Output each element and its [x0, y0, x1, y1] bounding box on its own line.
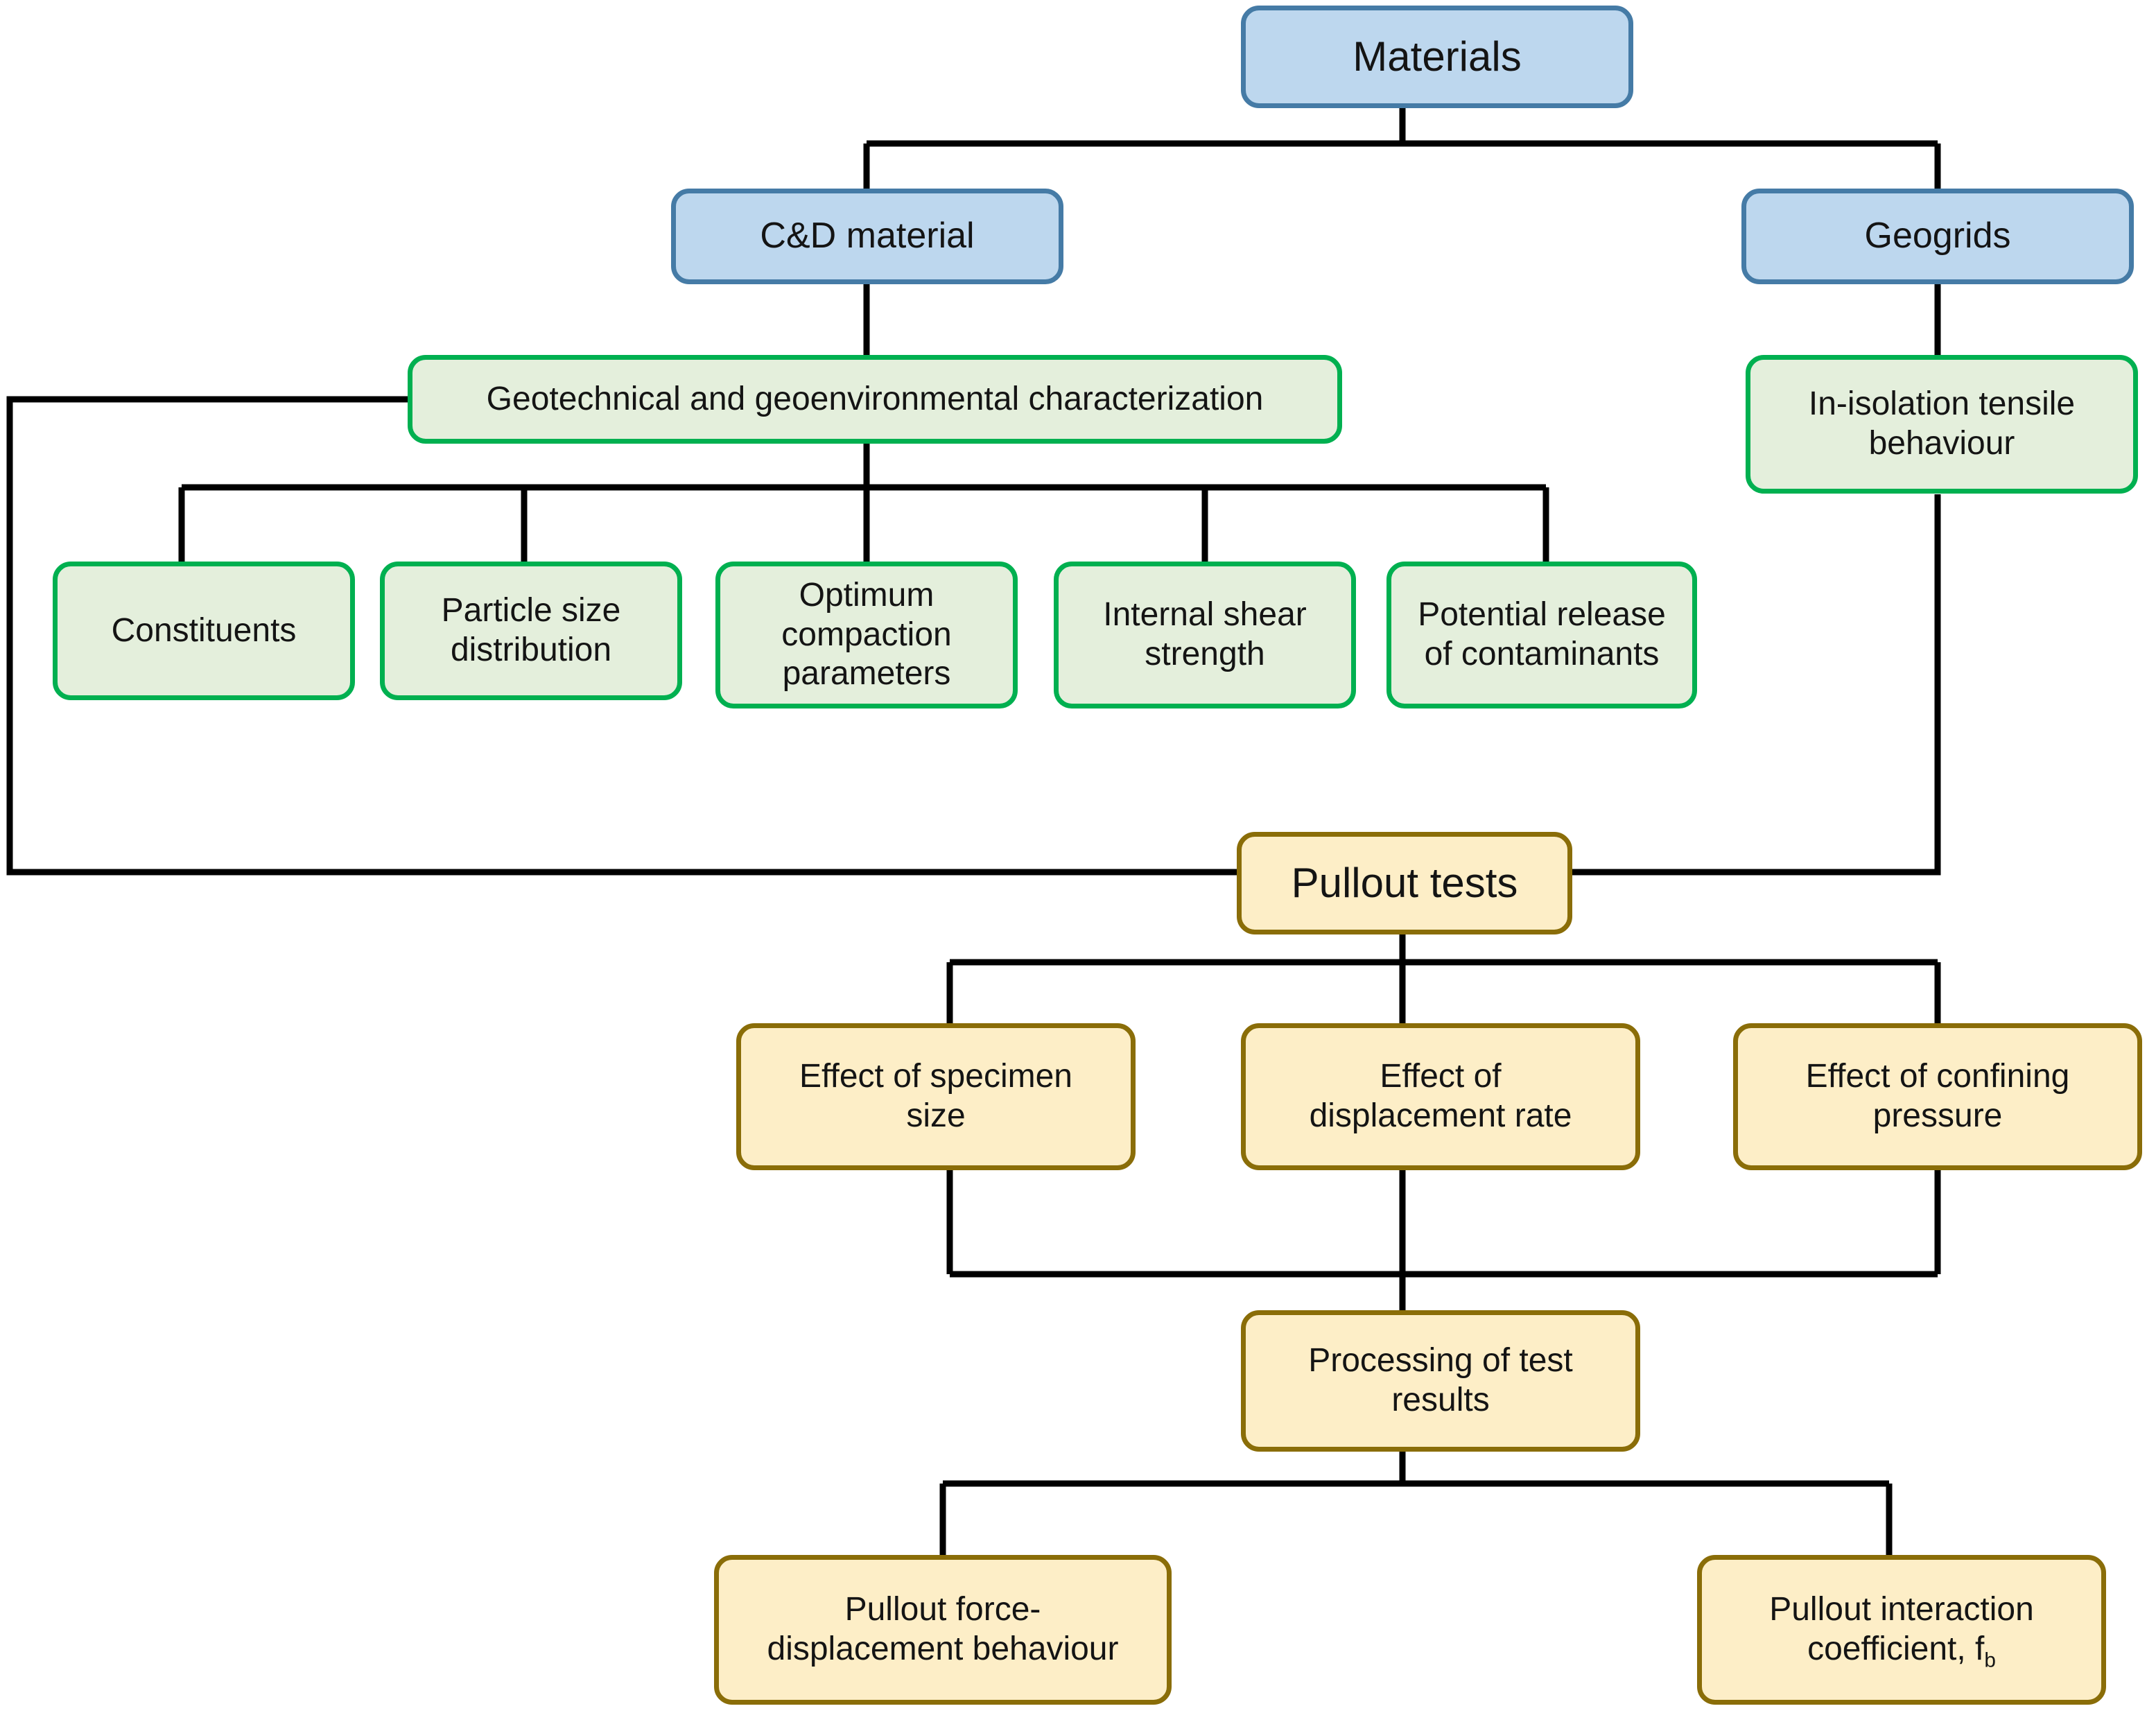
node-characterization-label: Geotechnical and geoenvironmental charac…	[486, 380, 1264, 417]
node-geogrids[interactable]: Geogrids	[1741, 189, 2134, 284]
node-potential-release-label: Potential release of contaminants	[1418, 596, 1666, 672]
node-characterization[interactable]: Geotechnical and geoenvironmental charac…	[408, 355, 1342, 444]
node-potential-release-of-contaminants[interactable]: Potential release of contaminants	[1386, 562, 1697, 708]
node-geogrids-label: Geogrids	[1864, 216, 2011, 256]
node-internal-shear-strength[interactable]: Internal shear strength	[1054, 562, 1356, 708]
node-effect-of-specimen-size[interactable]: Effect of specimen size	[736, 1023, 1136, 1170]
node-materials[interactable]: Materials	[1241, 6, 1633, 108]
node-pullout-force-displacement-behaviour[interactable]: Pullout force- displacement behaviour	[714, 1555, 1172, 1705]
node-interaction-coefficient-label: Pullout interaction coefficient, fb	[1712, 1590, 2092, 1672]
node-in-isolation-label: In-isolation tensile behaviour	[1808, 385, 2076, 462]
node-constituents[interactable]: Constituents	[53, 562, 355, 700]
node-constituents-label: Constituents	[111, 611, 297, 649]
node-in-isolation-tensile-behaviour[interactable]: In-isolation tensile behaviour	[1746, 355, 2138, 494]
node-internal-shear-label: Internal shear strength	[1103, 596, 1307, 672]
node-cd-material[interactable]: C&D material	[671, 189, 1063, 284]
node-pullout-tests[interactable]: Pullout tests	[1237, 832, 1572, 934]
node-pullout-interaction-coefficient[interactable]: Pullout interaction coefficient, fb	[1697, 1555, 2106, 1705]
node-pullout-tests-label: Pullout tests	[1291, 859, 1518, 906]
node-interaction-coefficient-subscript: b	[1984, 1649, 1996, 1672]
node-processing-of-test-results[interactable]: Processing of test results	[1241, 1310, 1640, 1452]
node-interaction-coefficient-text: Pullout interaction coefficient, f	[1769, 1591, 2034, 1667]
node-effect-of-displacement-rate[interactable]: Effect of displacement rate	[1241, 1023, 1640, 1170]
node-effect-specimen-size-label: Effect of specimen size	[799, 1058, 1072, 1134]
node-particle-size-distribution[interactable]: Particle size distribution	[380, 562, 682, 700]
node-particle-size-label: Particle size distribution	[441, 592, 621, 668]
node-processing-results-label: Processing of test results	[1308, 1342, 1573, 1418]
node-force-displacement-label: Pullout force- displacement behaviour	[767, 1591, 1119, 1667]
node-optimum-compaction-label: Optimum compaction parameters	[781, 577, 952, 693]
node-cd-material-label: C&D material	[760, 216, 975, 256]
node-optimum-compaction-parameters[interactable]: Optimum compaction parameters	[715, 562, 1018, 708]
node-effect-confining-pressure-label: Effect of confining pressure	[1805, 1058, 2070, 1134]
node-materials-label: Materials	[1353, 33, 1522, 80]
node-effect-displacement-rate-label: Effect of displacement rate	[1309, 1058, 1572, 1134]
node-effect-of-confining-pressure[interactable]: Effect of confining pressure	[1733, 1023, 2142, 1170]
